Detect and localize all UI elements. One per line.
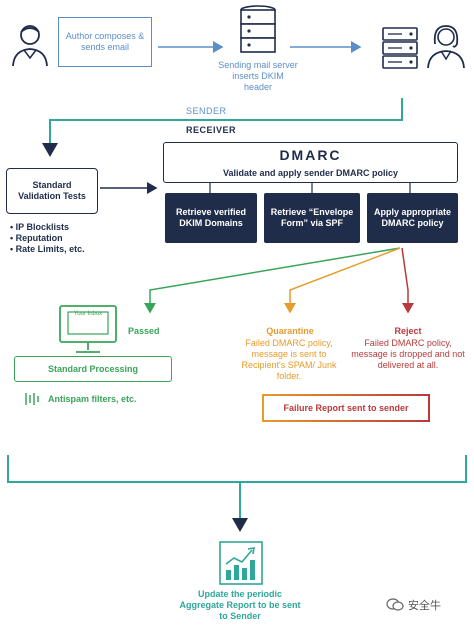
validation-item: • Reputation	[10, 233, 63, 243]
passed-label: Passed	[128, 326, 160, 336]
dmarc-step-policy: Apply appropriate DMARC policy	[367, 193, 458, 243]
validation-item: • IP Blocklists	[10, 222, 70, 232]
author-box: Author composes & sends email	[58, 17, 152, 67]
quarantine-label: Quarantine	[266, 326, 314, 336]
quarantine-text: Failed DMARC policy, message is sent to …	[241, 338, 337, 381]
server-text: Sending mail server inserts DKIM header	[218, 60, 298, 92]
failure-report-text: Failure Report sent to sender	[283, 403, 409, 413]
sender-label: SENDER	[186, 106, 227, 116]
sender-receiver-divider	[42, 98, 403, 157]
dmarc-logo: DMARC	[279, 147, 342, 163]
dmarc-header-box: DMARC Validate and apply sender DMARC po…	[163, 142, 458, 183]
validation-item: • Rate Limits, etc.	[10, 244, 85, 254]
dmarc-step-dkim: Retrieve verified DKIM Domains	[165, 193, 257, 243]
sending-server-icon	[240, 5, 276, 53]
wechat-icon	[386, 598, 404, 611]
inbox-label: Your Inbox	[73, 311, 103, 317]
validation-title: Standard Validation Tests	[18, 180, 86, 201]
standard-processing-box: Standard Processing	[14, 356, 172, 382]
dmarc-step-spf: Retrieve “Envelope Form” via SPF	[264, 193, 360, 243]
inbox-monitor-icon	[59, 305, 117, 353]
watermark: 安全牛	[386, 597, 441, 613]
author-person-icon	[12, 25, 48, 67]
reject-label: Reject	[394, 326, 422, 336]
antispam-text: Antispam filters, etc.	[48, 394, 137, 404]
arrow-quarantine	[284, 247, 401, 314]
failure-report-box: Failure Report sent to sender	[262, 394, 430, 422]
arrow-passed	[144, 247, 401, 314]
standard-processing-text: Standard Processing	[47, 364, 139, 374]
arrow-reject	[401, 247, 414, 314]
validation-box: Standard Validation Tests	[6, 168, 98, 214]
aggregate-text: Update the periodic Aggregate Report to …	[179, 589, 301, 621]
watermark-text: 安全牛	[408, 600, 441, 612]
dmarc-subtitle: Validate and apply sender DMARC policy	[222, 168, 399, 178]
receiver-label: RECEIVER	[186, 125, 237, 135]
recipient-person-icon	[427, 25, 465, 69]
reject-text: Failed DMARC policy, message is dropped …	[351, 338, 465, 370]
aggregate-bracket	[7, 455, 467, 483]
receiving-server-icon	[382, 27, 418, 69]
author-text: Author composes & sends email	[65, 31, 145, 52]
antispam-filter-icon	[25, 393, 39, 405]
validation-list: • IP Blocklists • Reputation • Rate Limi…	[10, 222, 85, 255]
aggregate-chart-icon	[219, 541, 263, 585]
